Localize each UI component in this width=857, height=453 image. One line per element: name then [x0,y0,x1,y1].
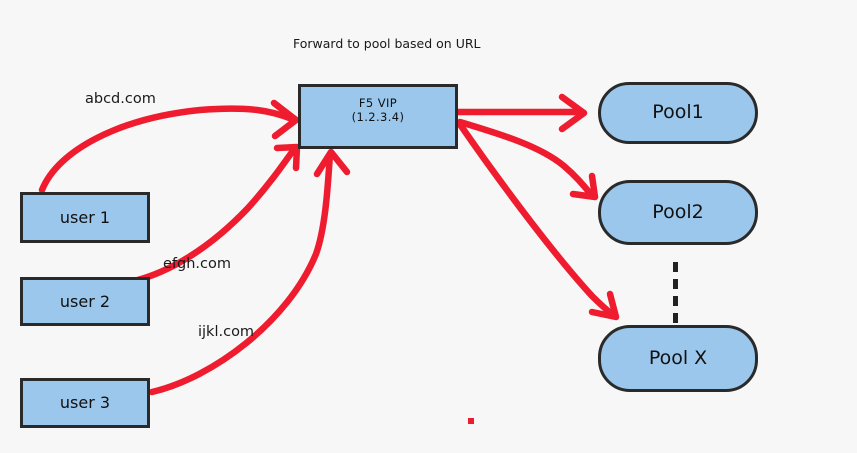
stray-red-dot [468,418,474,424]
dash-segment [673,296,678,306]
node-pool-x[interactable]: Pool X [598,325,758,392]
node-user-1-label: user 1 [59,207,111,227]
node-pool-2-label: Pool2 [652,200,704,223]
dash-segment [673,313,678,323]
edge-vip-to-poolx [455,119,617,319]
arrowhead-vip-to-poolx [588,290,620,321]
edge-user1-to-vip [38,105,296,194]
node-pool-x-label: Pool X [648,346,708,369]
edge-user2-to-vip [130,148,296,285]
edge-label-abcd: abcd.com [85,91,156,107]
dash-segment [673,279,678,289]
node-pool-1[interactable]: Pool1 [598,82,758,144]
diagram-caption: Forward to pool based on URL [293,36,481,51]
node-pool-1-label: Pool1 [652,101,704,124]
node-user-2[interactable]: user 2 [20,277,150,326]
edge-label-ijkl: ijkl.com [198,324,255,340]
node-pool-2[interactable]: Pool2 [598,180,758,245]
dash-segment [673,262,678,272]
edge-user3-to-vip [148,150,334,396]
node-f5-vip-label: F5 VIP (1.2.3.4) [351,96,405,125]
node-f5-vip[interactable]: F5 VIP (1.2.3.4) [298,84,458,149]
node-user-2-label: user 2 [59,291,111,311]
arrowhead-vip-to-pool1 [558,93,588,133]
edge-label-efgh: efgh.com [163,256,231,272]
node-user-1[interactable]: user 1 [20,192,150,243]
arrowhead-user3-to-vip [313,148,351,178]
edge-vip-to-pool2 [456,118,596,200]
arrowhead-user2-to-vip [273,143,301,172]
node-user-3[interactable]: user 3 [20,378,150,428]
arrowhead-user1-to-vip [270,99,300,140]
arrowhead-vip-to-pool2 [569,172,599,201]
node-user-3-label: user 3 [59,393,111,412]
